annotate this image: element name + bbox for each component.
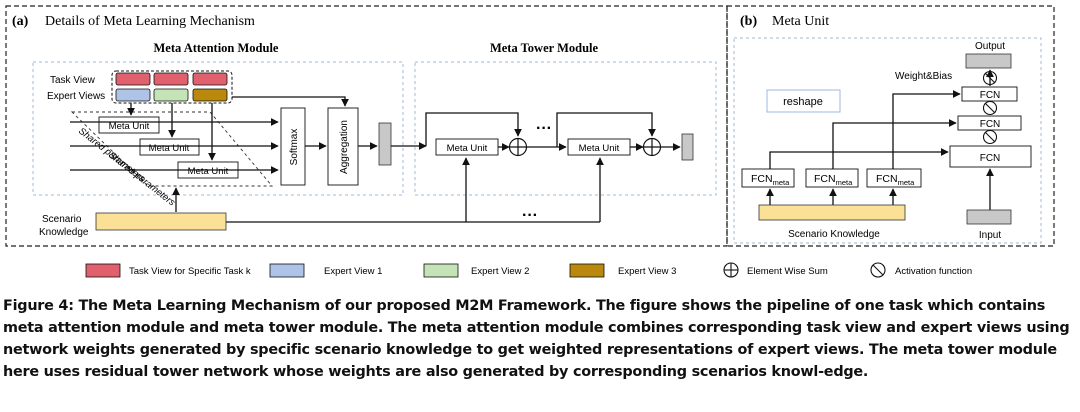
softmax-label: Softmax [289, 129, 300, 166]
output-label: Output [975, 41, 1005, 52]
legend: Task View for Specific Task k Expert Vie… [85, 262, 972, 278]
tower-meta-unit-label-1: Meta Unit [447, 143, 488, 154]
circle-plus-icon [723, 262, 739, 278]
svg-text:FCNmeta: FCNmeta [814, 173, 853, 187]
expert-view-2-block [153, 88, 189, 102]
tower-arrows [226, 112, 681, 223]
task-view-block-2 [153, 72, 189, 86]
legend-label-task-view: Task View for Specific Task k [129, 266, 251, 277]
expert-view-1-block [115, 88, 151, 102]
attention-arrows [70, 96, 427, 212]
shared-parameters-label-2: Shared parameters [106, 150, 177, 209]
fcn-meta-block-2: FCNmeta [805, 168, 859, 188]
expert-views-label: Expert Views [47, 91, 105, 102]
meta-unit-label-3: Meta Unit [188, 166, 229, 177]
meta-learning-figure: (a) Details of Meta Learning Mechanism M… [5, 5, 1055, 278]
legend-label-expert-2: Expert View 2 [471, 266, 529, 277]
aggregation-label: Aggregation [339, 120, 350, 174]
legend-label-expert-1: Expert View 1 [324, 266, 382, 277]
svg-text:FCNmeta: FCNmeta [751, 173, 790, 187]
fcn-block-bottom [949, 145, 1032, 168]
legend-swatch-expert-3 [569, 263, 605, 278]
fcn-label-middle: FCN [980, 119, 1001, 130]
scenario-knowledge-label-b: Scenario Knowledge [788, 229, 880, 240]
fcn-meta-block-1: FCNmeta [741, 168, 795, 188]
activation-icon-3 [982, 129, 998, 145]
meta-unit-arrows [766, 69, 994, 210]
attention-output-block [378, 122, 392, 166]
tower-meta-unit-label-2: Meta Unit [579, 143, 620, 154]
meta-unit-box-2 [139, 138, 200, 156]
expert-view-3-block [192, 88, 228, 102]
fcn-label-bottom: FCN [980, 153, 1001, 164]
task-view-block-1 [115, 72, 151, 86]
tower-module-title: Meta Tower Module [490, 41, 599, 55]
aggregation-block [327, 107, 359, 186]
input-block [966, 209, 1012, 225]
fcn-meta-block-3: FCNmeta [866, 168, 922, 188]
figure-caption: Figure 4: The Meta Learning Mechanism of… [3, 298, 1070, 380]
meta-unit-label-1: Meta Unit [109, 121, 150, 132]
panel-b-frame [726, 5, 1055, 247]
attention-module-title: Meta Attention Module [154, 41, 279, 55]
panel-a-tag: (a) [12, 14, 29, 29]
tower-dots-top: ··· [536, 120, 552, 137]
legend-swatch-expert-1 [269, 263, 305, 278]
scenario-knowledge-bar [95, 212, 227, 231]
output-block [965, 53, 1012, 69]
meta-unit-box-1 [98, 116, 160, 134]
views-group-frame [111, 70, 233, 104]
legend-swatch-task-view [85, 263, 121, 278]
tower-output-block [681, 133, 694, 161]
panel-b-tag: (b) [740, 14, 757, 29]
reshape-box [766, 89, 841, 113]
legend-label-expert-3: Expert View 3 [618, 266, 676, 277]
panel-a-frame [5, 5, 728, 247]
legend-swatch-expert-2 [423, 263, 459, 278]
scenario-label-2: Knowledge [39, 227, 89, 238]
softmax-block [280, 107, 306, 186]
circle-slash-icon [870, 262, 886, 278]
meta-unit-frame [733, 37, 1042, 244]
element-sum-icon-1 [508, 137, 528, 157]
panel-a-title: Details of Meta Learning Mechanism [45, 14, 255, 29]
task-view-block-3 [192, 72, 228, 86]
tower-dots-bottom: ··· [522, 207, 538, 224]
weight-bias-label: Weight&Bias [895, 71, 952, 82]
legend-label-sum: Element Wise Sum [747, 266, 828, 277]
task-view-label: Task View [50, 75, 96, 86]
scenario-label-1: Scenario [42, 214, 82, 225]
fcn-label-top: FCN [980, 90, 1001, 101]
tower-module-frame [414, 61, 717, 196]
activation-icon-2 [982, 100, 998, 116]
legend-label-activation: Activation function [895, 266, 972, 277]
element-sum-icon-2 [642, 137, 662, 157]
scenario-knowledge-bar-b [758, 204, 906, 221]
svg-text:FCNmeta: FCNmeta [876, 173, 915, 187]
meta-unit-label-2: Meta Unit [149, 143, 190, 154]
panel-b-title: Meta Unit [772, 14, 829, 29]
shared-parameters-region [70, 111, 273, 187]
reshape-label: reshape [783, 96, 823, 108]
input-label: Input [979, 230, 1001, 241]
